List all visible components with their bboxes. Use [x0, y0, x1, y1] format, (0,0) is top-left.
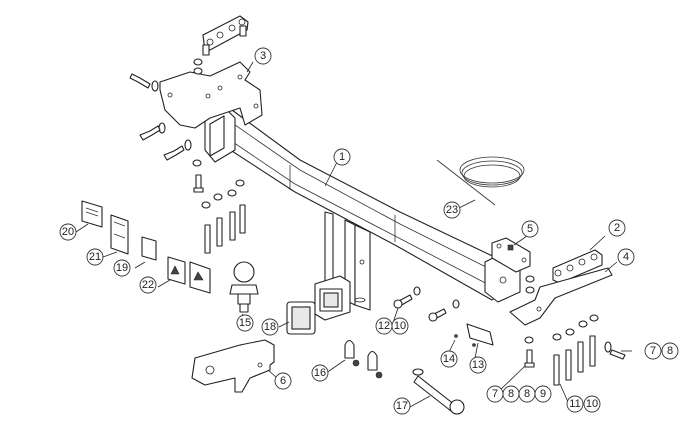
left-washers [151, 58, 203, 167]
wire-cable [436, 156, 525, 206]
svg-text:8: 8 [667, 345, 673, 357]
callout-7a: 7 [644, 342, 662, 360]
callout-16: 16 [311, 364, 329, 382]
callout-22: 22 [139, 276, 157, 294]
svg-text:23: 23 [446, 204, 458, 216]
svg-text:11: 11 [569, 398, 580, 410]
callout-8b: 8 [502, 385, 520, 403]
callout-21: 21 [86, 248, 104, 266]
tow-ball [229, 261, 259, 313]
svg-text:17: 17 [396, 400, 408, 412]
callout-20: 20 [59, 223, 77, 241]
hitch-bolts [393, 286, 460, 322]
callout-12: 12 [375, 317, 393, 335]
receiver-cover [286, 301, 316, 335]
svg-text:14: 14 [443, 353, 455, 365]
callout-8c: 8 [518, 385, 536, 403]
callout-10b: 10 [583, 395, 601, 413]
callout-5: 5 [521, 220, 539, 238]
shackles [344, 339, 383, 379]
svg-text:10: 10 [586, 398, 598, 410]
right-bolts [524, 335, 626, 386]
callout-14: 14 [440, 350, 458, 368]
callout-9: 9 [534, 385, 552, 403]
svg-text:3: 3 [260, 50, 266, 62]
bracket-plate [454, 323, 494, 347]
callout-2: 2 [608, 219, 626, 237]
svg-text:20: 20 [62, 226, 74, 238]
right-washers [524, 314, 599, 344]
svg-text:4: 4 [623, 251, 629, 263]
callout-3: 3 [254, 47, 272, 65]
callout-23: 23 [443, 201, 461, 219]
callout-13: 13 [469, 356, 487, 374]
svg-text:7: 7 [492, 388, 498, 400]
left-long-bolts [204, 204, 246, 254]
svg-text:13: 13 [472, 359, 484, 371]
right-bracket [509, 267, 613, 326]
callout-15: 15 [236, 314, 254, 332]
callout-1: 1 [333, 148, 351, 166]
svg-text:18: 18 [264, 321, 276, 333]
callout-18: 18 [261, 318, 279, 336]
left-bolts [129, 73, 204, 193]
svg-text:6: 6 [280, 375, 286, 387]
left-mount-plate [202, 15, 249, 56]
svg-text:5: 5 [527, 223, 533, 235]
svg-text:21: 21 [89, 251, 101, 263]
svg-text:1: 1 [339, 151, 345, 163]
svg-text:9: 9 [540, 388, 546, 400]
receiver-assembly [314, 211, 371, 321]
svg-text:10: 10 [394, 320, 406, 332]
callout-19: 19 [113, 259, 131, 277]
svg-text:15: 15 [239, 317, 251, 329]
crossbar [204, 107, 521, 303]
callout-6: 6 [274, 372, 292, 390]
svg-text:16: 16 [314, 367, 326, 379]
right-mount-plate [552, 249, 603, 284]
callout-17: 17 [393, 397, 411, 415]
ball-mount [191, 339, 275, 393]
svg-text:19: 19 [116, 262, 128, 274]
svg-text:22: 22 [142, 279, 154, 291]
callout-4: 4 [617, 248, 635, 266]
svg-text:12: 12 [378, 320, 390, 332]
svg-text:2: 2 [614, 222, 620, 234]
svg-text:7: 7 [650, 345, 656, 357]
callout-10a: 10 [391, 317, 409, 335]
label-sheets [81, 200, 211, 294]
callout-8a: 8 [661, 342, 679, 360]
callout-11: 11 [566, 395, 584, 413]
washers-stack [201, 179, 245, 209]
right-end-bracket [491, 237, 531, 273]
callout-7b: 7 [486, 385, 504, 403]
hitch-pin [412, 368, 465, 415]
svg-text:8: 8 [524, 388, 530, 400]
left-bracket [159, 61, 263, 129]
svg-text:8: 8 [508, 388, 514, 400]
